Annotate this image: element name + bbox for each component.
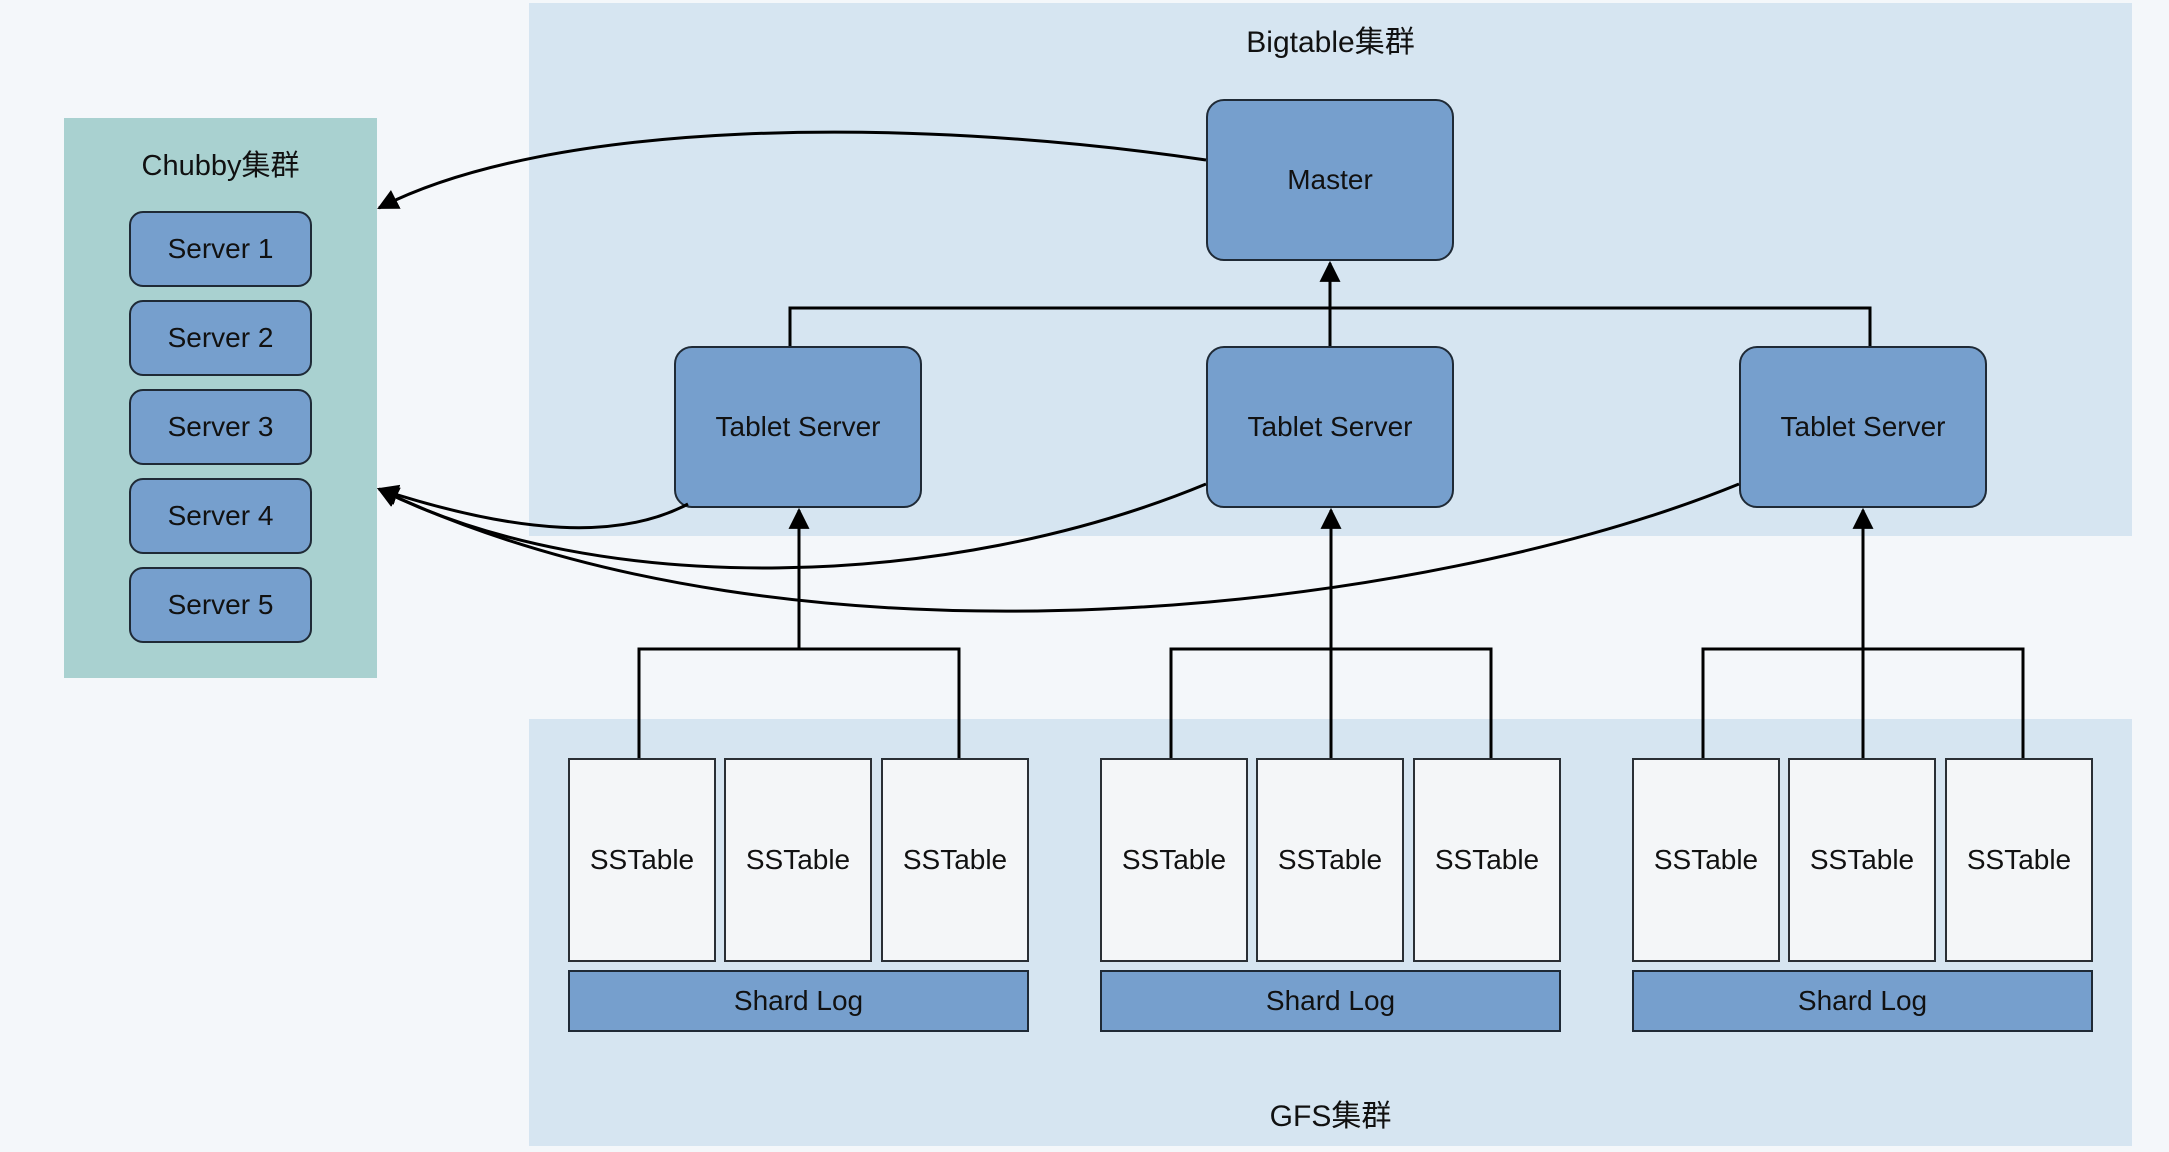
sstable-box: SSTable — [1788, 758, 1936, 962]
master-node: Master — [1206, 99, 1454, 261]
gfs-cluster-title: GFS集群 — [1269, 1100, 1392, 1133]
chubby-server: Server 4 — [129, 478, 312, 554]
sstable-box: SSTable — [1945, 758, 2093, 962]
sstable-box: SSTable — [881, 758, 1029, 962]
shard-log-box: Shard Log — [1100, 970, 1561, 1032]
shard-log-box: Shard Log — [568, 970, 1029, 1032]
sstable-box: SSTable — [724, 758, 872, 962]
tablet-server-node: Tablet Server — [674, 346, 922, 508]
sstable-box: SSTable — [1100, 758, 1248, 962]
chubby-server: Server 5 — [129, 567, 312, 643]
chubby-cluster-title: Chubby集群 — [141, 150, 300, 182]
shard-log-box: Shard Log — [1632, 970, 2093, 1032]
tablet-server-node: Tablet Server — [1739, 346, 1987, 508]
tablet-server-to-chubby-arrow — [377, 484, 689, 530]
tablet-server-node: Tablet Server — [1206, 346, 1454, 508]
chubby-server: Server 2 — [129, 300, 312, 376]
chubby-server: Server 1 — [129, 211, 312, 287]
bigtable-cluster-title: Bigtable集群 — [1246, 26, 1415, 59]
master-to-chubby-arrow — [377, 130, 1207, 210]
gfs-bracket-line — [637, 647, 961, 758]
sstable-box: SSTable — [1632, 758, 1780, 962]
sstable-box: SSTable — [1256, 758, 1404, 962]
sstable-box: SSTable — [568, 758, 716, 962]
chubby-server: Server 3 — [129, 389, 312, 465]
tablet-server-to-chubby-arrow — [377, 482, 1207, 570]
sstable-box: SSTable — [1413, 758, 1561, 962]
tablet-server-to-chubby-arrow — [377, 482, 1740, 613]
